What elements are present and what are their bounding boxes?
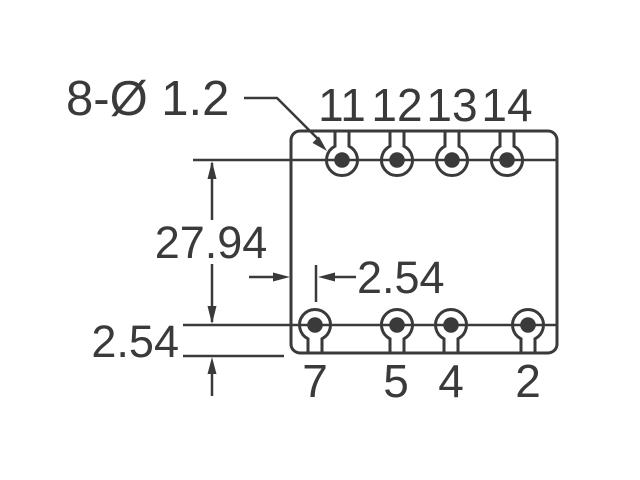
dim-arrow-up: [207, 161, 217, 179]
dim-arrow-right: [273, 272, 290, 282]
hole-callout: 8-Ø 1.2: [66, 72, 327, 151]
pin-label: 2: [515, 355, 541, 407]
pin-label: 11: [318, 79, 366, 131]
pin-hole: [435, 131, 469, 178]
hole-callout-label: 8-Ø 1.2: [66, 72, 229, 126]
pin-label: 5: [383, 355, 409, 407]
dim-edge-offset-label: 2.54: [91, 316, 179, 367]
hole-callout-arrowhead: [312, 136, 327, 151]
pin-label: 7: [302, 355, 328, 407]
pin-hole-center: [520, 317, 536, 333]
pin-holes-bottom: [298, 307, 545, 353]
pin-hole-center: [443, 317, 459, 333]
pin-label: 13: [426, 79, 477, 131]
hole-callout-leader-line: [244, 96, 320, 141]
pin-hole-center: [389, 317, 405, 333]
pin-hole-center: [307, 317, 323, 333]
pin-label: 14: [481, 79, 532, 131]
pin-label: 12: [371, 79, 422, 131]
dim-pitch: 2.54: [249, 252, 445, 303]
dim-pitch-label: 2.54: [357, 252, 445, 303]
dim-row-spacing: 27.94: [155, 161, 268, 324]
pin-hole-center: [389, 152, 405, 168]
dim-arrow-left: [318, 272, 335, 282]
pin-holes-top: [325, 131, 524, 178]
dim-edge-offset: 2.54: [91, 316, 217, 396]
pin-hole-center: [334, 152, 350, 168]
pin-hole-center: [499, 152, 515, 168]
pin-hole: [434, 307, 468, 353]
dim-arrow-down: [207, 306, 217, 324]
pin-hole: [380, 307, 414, 353]
pin-hole-center: [444, 152, 460, 168]
pin-labels-top: 11 12 13 14: [318, 79, 532, 131]
pin-hole: [325, 131, 359, 178]
pin-hole: [490, 131, 524, 178]
dim-row-spacing-label: 27.94: [155, 217, 268, 268]
pin-hole: [511, 307, 545, 353]
pin-hole: [380, 131, 414, 178]
dim-arrow-up: [207, 357, 217, 374]
pin-label: 4: [438, 355, 464, 407]
pin-labels-bottom: 7 5 4 2: [302, 355, 541, 407]
pin-hole: [298, 307, 332, 353]
component-outline: [289, 129, 559, 355]
